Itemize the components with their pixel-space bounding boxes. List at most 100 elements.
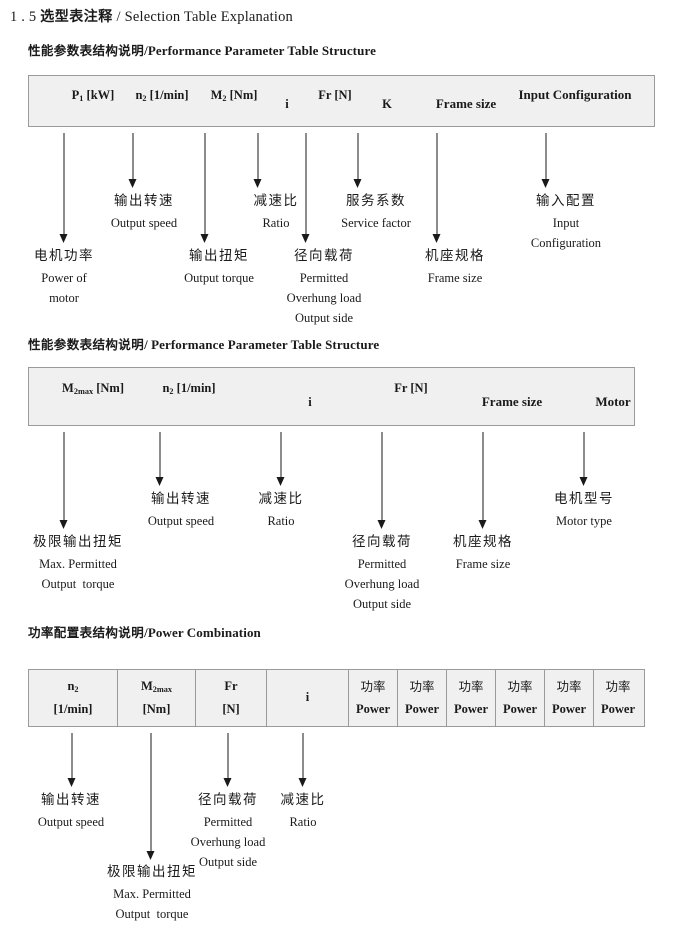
note-ratio-2-line1: Ratio <box>267 513 295 528</box>
table3-col-power-4-english: Power <box>502 701 537 716</box>
arrow-to-input-configuration <box>541 133 551 188</box>
note-input-configuration-line2: Configuration <box>530 236 602 251</box>
note-ratio-3-line1: Ratio <box>289 814 317 829</box>
note-permitted-overhung-load-3-chinese: 径向载荷 <box>197 792 258 808</box>
table1-col-p1-symbol: P1 <box>71 88 84 103</box>
note-output-speed-2-chinese: 输出转速 <box>151 491 211 507</box>
arrow-to-frame-size <box>432 133 442 243</box>
note-permitted-overhung-load-2-line3: Output side <box>353 597 411 612</box>
table3-col-n2-unit: [1/min] <box>53 702 93 717</box>
table3-col-power-3: 功率 Power <box>446 670 495 726</box>
table3-col-n2: n2 [1/min] <box>29 670 117 726</box>
note-frame-size-1-line1: Frame size <box>427 270 483 285</box>
table3-col-i-symbol: i <box>305 690 310 705</box>
table3-col-power-1-chinese: 功率 <box>360 679 386 695</box>
note-output-speed-3: 输出转速 Output speed <box>38 790 104 832</box>
table3-col-m2max-symbol: M2max <box>140 678 173 694</box>
table1-col-n2-unit: [1/min] <box>149 88 189 102</box>
section-2-heading: 性能参数表结构说明/ Performance Parameter Table S… <box>28 334 379 353</box>
arrow-to-max-permitted-output-torque <box>59 432 69 529</box>
note-permitted-overhung-load-2-line2: Overhung load <box>344 577 420 592</box>
note-power-of-motor-chinese: 电机功率 <box>34 248 94 264</box>
note-permitted-overhung-load-3-line1: Permitted <box>203 814 253 829</box>
note-frame-size-2-chinese: 机座规格 <box>453 534 513 550</box>
table3-col-power-4: 功率 Power <box>495 670 544 726</box>
section-1-heading-separator: / <box>144 43 148 58</box>
performance-parameter-table-2: M2max [Nm] n2 [1/min] i Fr [N] Frame siz… <box>28 367 635 426</box>
table2-col-m2max-unit: [Nm] <box>96 381 124 395</box>
table2-col-i: i <box>308 392 311 412</box>
arrow-to-output-speed-2 <box>155 432 165 486</box>
table2-col-n2: n2 [1/min] <box>162 378 215 398</box>
note-max-permitted-output-torque-line2: Output torque <box>41 577 115 592</box>
arrow-to-frame-size-2 <box>478 432 488 529</box>
note-max-permitted-output-torque-chinese: 极限输出扭矩 <box>33 534 123 550</box>
table2-col-motor: Motor <box>595 392 630 413</box>
page-title-separator: / <box>116 9 121 25</box>
table3-col-m2max: M2max [Nm] <box>117 670 195 726</box>
note-permitted-overhung-load-3: 径向载荷 Permitted Overhung load Output side <box>191 790 266 873</box>
table1-col-i-symbol: i <box>285 97 289 111</box>
note-output-speed-line1: Output speed <box>110 215 178 230</box>
table3-col-power-1: 功率 Power <box>348 670 397 726</box>
table1-col-p1-unit: [kW] <box>86 88 115 102</box>
table1-col-n2-symbol: n2 <box>135 88 147 103</box>
table1-col-p1: P1 [kW] <box>72 85 115 105</box>
table1-col-fr-symbol: Fr <box>318 88 332 102</box>
arrow-to-permitted-overhung-load-2 <box>377 432 387 529</box>
table2-col-n2-symbol: n2 <box>162 381 174 396</box>
note-motor-type-line1: Motor type <box>556 513 612 528</box>
arrow-to-motor-type <box>579 432 589 486</box>
note-output-torque: 输出扭矩 Output torque <box>184 246 254 288</box>
table2-col-frame-size-symbol: Frame size <box>481 394 543 409</box>
section-2-heading-separator: / <box>144 337 148 352</box>
table2-col-n2-subscript: 2 <box>169 386 174 396</box>
arrow-to-service-factor <box>353 133 363 188</box>
note-output-speed-3-line1: Output speed <box>37 814 105 829</box>
table3-col-power-6-english: Power <box>600 701 635 716</box>
note-max-permitted-output-torque-3-line1: Max. Permitted <box>113 886 191 901</box>
section-3-heading-chinese: 功率配置表结构说明 <box>28 625 145 640</box>
table3-col-power-5-chinese: 功率 <box>556 679 582 695</box>
note-service-factor-chinese: 服务系数 <box>345 193 406 209</box>
note-permitted-overhung-load-chinese: 径向载荷 <box>293 248 354 264</box>
note-frame-size-2: 机座规格 Frame size <box>453 532 513 574</box>
performance-parameter-table-1: P1 [kW] n2 [1/min] M2 [Nm] i Fr [N] K Fr… <box>28 75 655 127</box>
table3-col-n2-symbol: n2 <box>67 678 79 694</box>
note-input-configuration-chinese: 输入配置 <box>535 193 596 209</box>
table1-col-m2-symbol: M2 <box>210 88 227 103</box>
table3-col-fr-unit: [N] <box>222 702 240 716</box>
arrow-to-power-of-motor <box>59 133 69 243</box>
table2-col-n2-unit: [1/min] <box>176 381 216 395</box>
arrow-to-max-permitted-output-torque-3 <box>146 733 156 860</box>
table1-col-fr: Fr [N] <box>318 85 351 105</box>
note-ratio-chinese: 减速比 <box>253 193 299 209</box>
table3-col-power-6: 功率 Power <box>593 670 642 726</box>
note-output-speed-2: 输出转速 Output speed <box>148 489 214 531</box>
table2-col-frame-size: Frame size <box>482 392 542 413</box>
table1-col-k: K <box>382 94 392 114</box>
table2-col-m2max-subscript: 2max <box>73 386 94 396</box>
table2-col-fr: Fr [N] <box>394 378 427 398</box>
note-input-configuration: 输入配置 Input Configuration <box>531 191 601 253</box>
table1-col-input-configuration: Input Configuration <box>518 85 631 106</box>
note-motor-type-chinese: 电机型号 <box>554 491 614 507</box>
table1-col-input-configuration-line2: Configuration <box>552 87 632 102</box>
table3-col-power-5-english: Power <box>551 701 586 716</box>
table1-col-frame-size: Frame size <box>436 94 496 115</box>
table3-col-m2max-subscript: 2max <box>152 684 173 694</box>
arrow-to-ratio <box>253 133 263 188</box>
note-output-speed-2-line1: Output speed <box>147 513 215 528</box>
table3-col-power-1-english: Power <box>355 701 390 716</box>
note-output-speed-chinese: 输出转速 <box>114 193 174 209</box>
table3-col-power-2-english: Power <box>404 701 439 716</box>
page-title-chinese: 选型表注释 <box>40 9 113 25</box>
note-max-permitted-output-torque: 极限输出扭矩 Max. Permitted Output torque <box>33 532 123 594</box>
table1-col-k-symbol: K <box>382 97 392 111</box>
note-service-factor: 服务系数 Service factor <box>341 191 411 233</box>
table3-col-power-3-english: Power <box>453 701 488 716</box>
table1-col-m2-subscript: 2 <box>222 93 227 103</box>
note-permitted-overhung-load-line3: Output side <box>295 311 353 326</box>
note-max-permitted-output-torque-3-line2: Output torque <box>115 907 189 922</box>
table2-col-fr-unit: [N] <box>410 381 428 395</box>
